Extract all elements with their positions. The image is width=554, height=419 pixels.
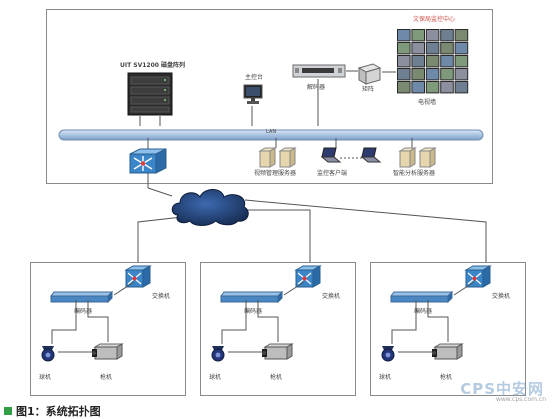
video-wall-tile: [411, 29, 425, 42]
box-camera-label: 枪机: [440, 374, 453, 381]
box-camera-icon: [262, 342, 300, 362]
client-laptop-icon: [320, 146, 382, 166]
encoder-label: 编码器: [244, 308, 263, 315]
console-label: 主控台: [245, 74, 264, 81]
video-wall-tile: [411, 68, 425, 81]
video-wall-label: 电视墙: [418, 99, 437, 106]
video-wall-tile: [397, 81, 411, 94]
video-wall-tile: [454, 81, 469, 94]
dome-camera-label: 球机: [379, 374, 392, 381]
encoder-icon: [220, 288, 284, 304]
video-wall-tile: [454, 55, 469, 68]
box-camera-icon: [92, 342, 130, 362]
dome-camera-label: 球机: [209, 374, 222, 381]
analysis-server-label: 智能分析服务器: [393, 170, 436, 177]
video-wall-tile: [440, 42, 454, 55]
video-wall-tile: [454, 42, 469, 55]
video-wall-tile: [411, 55, 425, 68]
video-wall: [396, 28, 470, 94]
site-links: [391, 281, 475, 353]
encoder-label: 编码器: [74, 308, 93, 315]
site-links: [221, 281, 305, 353]
storage-array-label: UIT SV1200 磁盘阵列: [120, 62, 186, 69]
video-wall-tile: [425, 68, 440, 81]
figure-caption: 图1：系统拓扑图: [4, 403, 101, 419]
video-wall-tile: [411, 81, 425, 94]
video-wall-tile: [440, 55, 454, 68]
video-wall-tile: [411, 42, 425, 55]
box-camera-label: 枪机: [270, 374, 283, 381]
lan-bus: [58, 126, 484, 141]
video-wall-tile: [440, 68, 454, 81]
encoder-icon: [390, 288, 454, 304]
video-wall-tile: [440, 29, 454, 42]
video-wall-tile: [397, 55, 411, 68]
box-camera-label: 枪机: [100, 374, 113, 381]
video-wall-tile: [454, 29, 469, 42]
client-label: 监控客户端: [317, 170, 348, 177]
video-wall-tile: [454, 68, 469, 81]
lan-label: LAN: [266, 129, 277, 135]
matrix-icon: [356, 62, 382, 86]
video-wall-tile: [425, 55, 440, 68]
console-monitor-icon: [242, 84, 264, 106]
site-switch-icon: [294, 265, 322, 289]
encoder-label: 编码器: [414, 308, 433, 315]
analysis-server-icon: [398, 146, 438, 168]
storage-array-icon: [127, 72, 173, 116]
site-switch-icon: [124, 265, 152, 289]
watermark-url: www.cps.com.cn: [495, 396, 546, 403]
video-server-label: 视频管理服务器: [254, 170, 297, 177]
box-camera-icon: [432, 342, 470, 362]
video-wall-tile: [425, 81, 440, 94]
site-switch-label: 交换机: [322, 293, 341, 300]
site-links: [51, 281, 135, 353]
caption-text: 图1：系统拓扑图: [16, 405, 101, 418]
dome-camera-label: 球机: [39, 374, 52, 381]
encoder-icon: [50, 288, 114, 304]
matrix-label: 矩阵: [362, 86, 375, 93]
center-title: 文保局监控中心: [413, 16, 456, 23]
video-wall-tile: [397, 42, 411, 55]
watermark-logo: CPS中安网: [460, 380, 544, 398]
video-wall-tile: [425, 42, 440, 55]
video-wall-tile: [397, 68, 411, 81]
video-wall-tile: [397, 29, 411, 42]
video-server-icon: [258, 146, 298, 168]
caption-marker: [4, 407, 12, 415]
video-wall-tile: [425, 29, 440, 42]
internet-cloud-icon: [168, 185, 252, 227]
decoder-label: 解码器: [307, 84, 326, 91]
core-switch-icon: [128, 148, 168, 174]
site-switch-label: 交换机: [492, 293, 511, 300]
site-switch-label: 交换机: [152, 293, 171, 300]
video-wall-tile: [440, 81, 454, 94]
site-switch-icon: [464, 265, 492, 289]
dome-camera-icon: [38, 342, 58, 362]
dome-camera-icon: [208, 342, 228, 362]
dome-camera-icon: [378, 342, 398, 362]
decoder-icon: [292, 63, 346, 79]
